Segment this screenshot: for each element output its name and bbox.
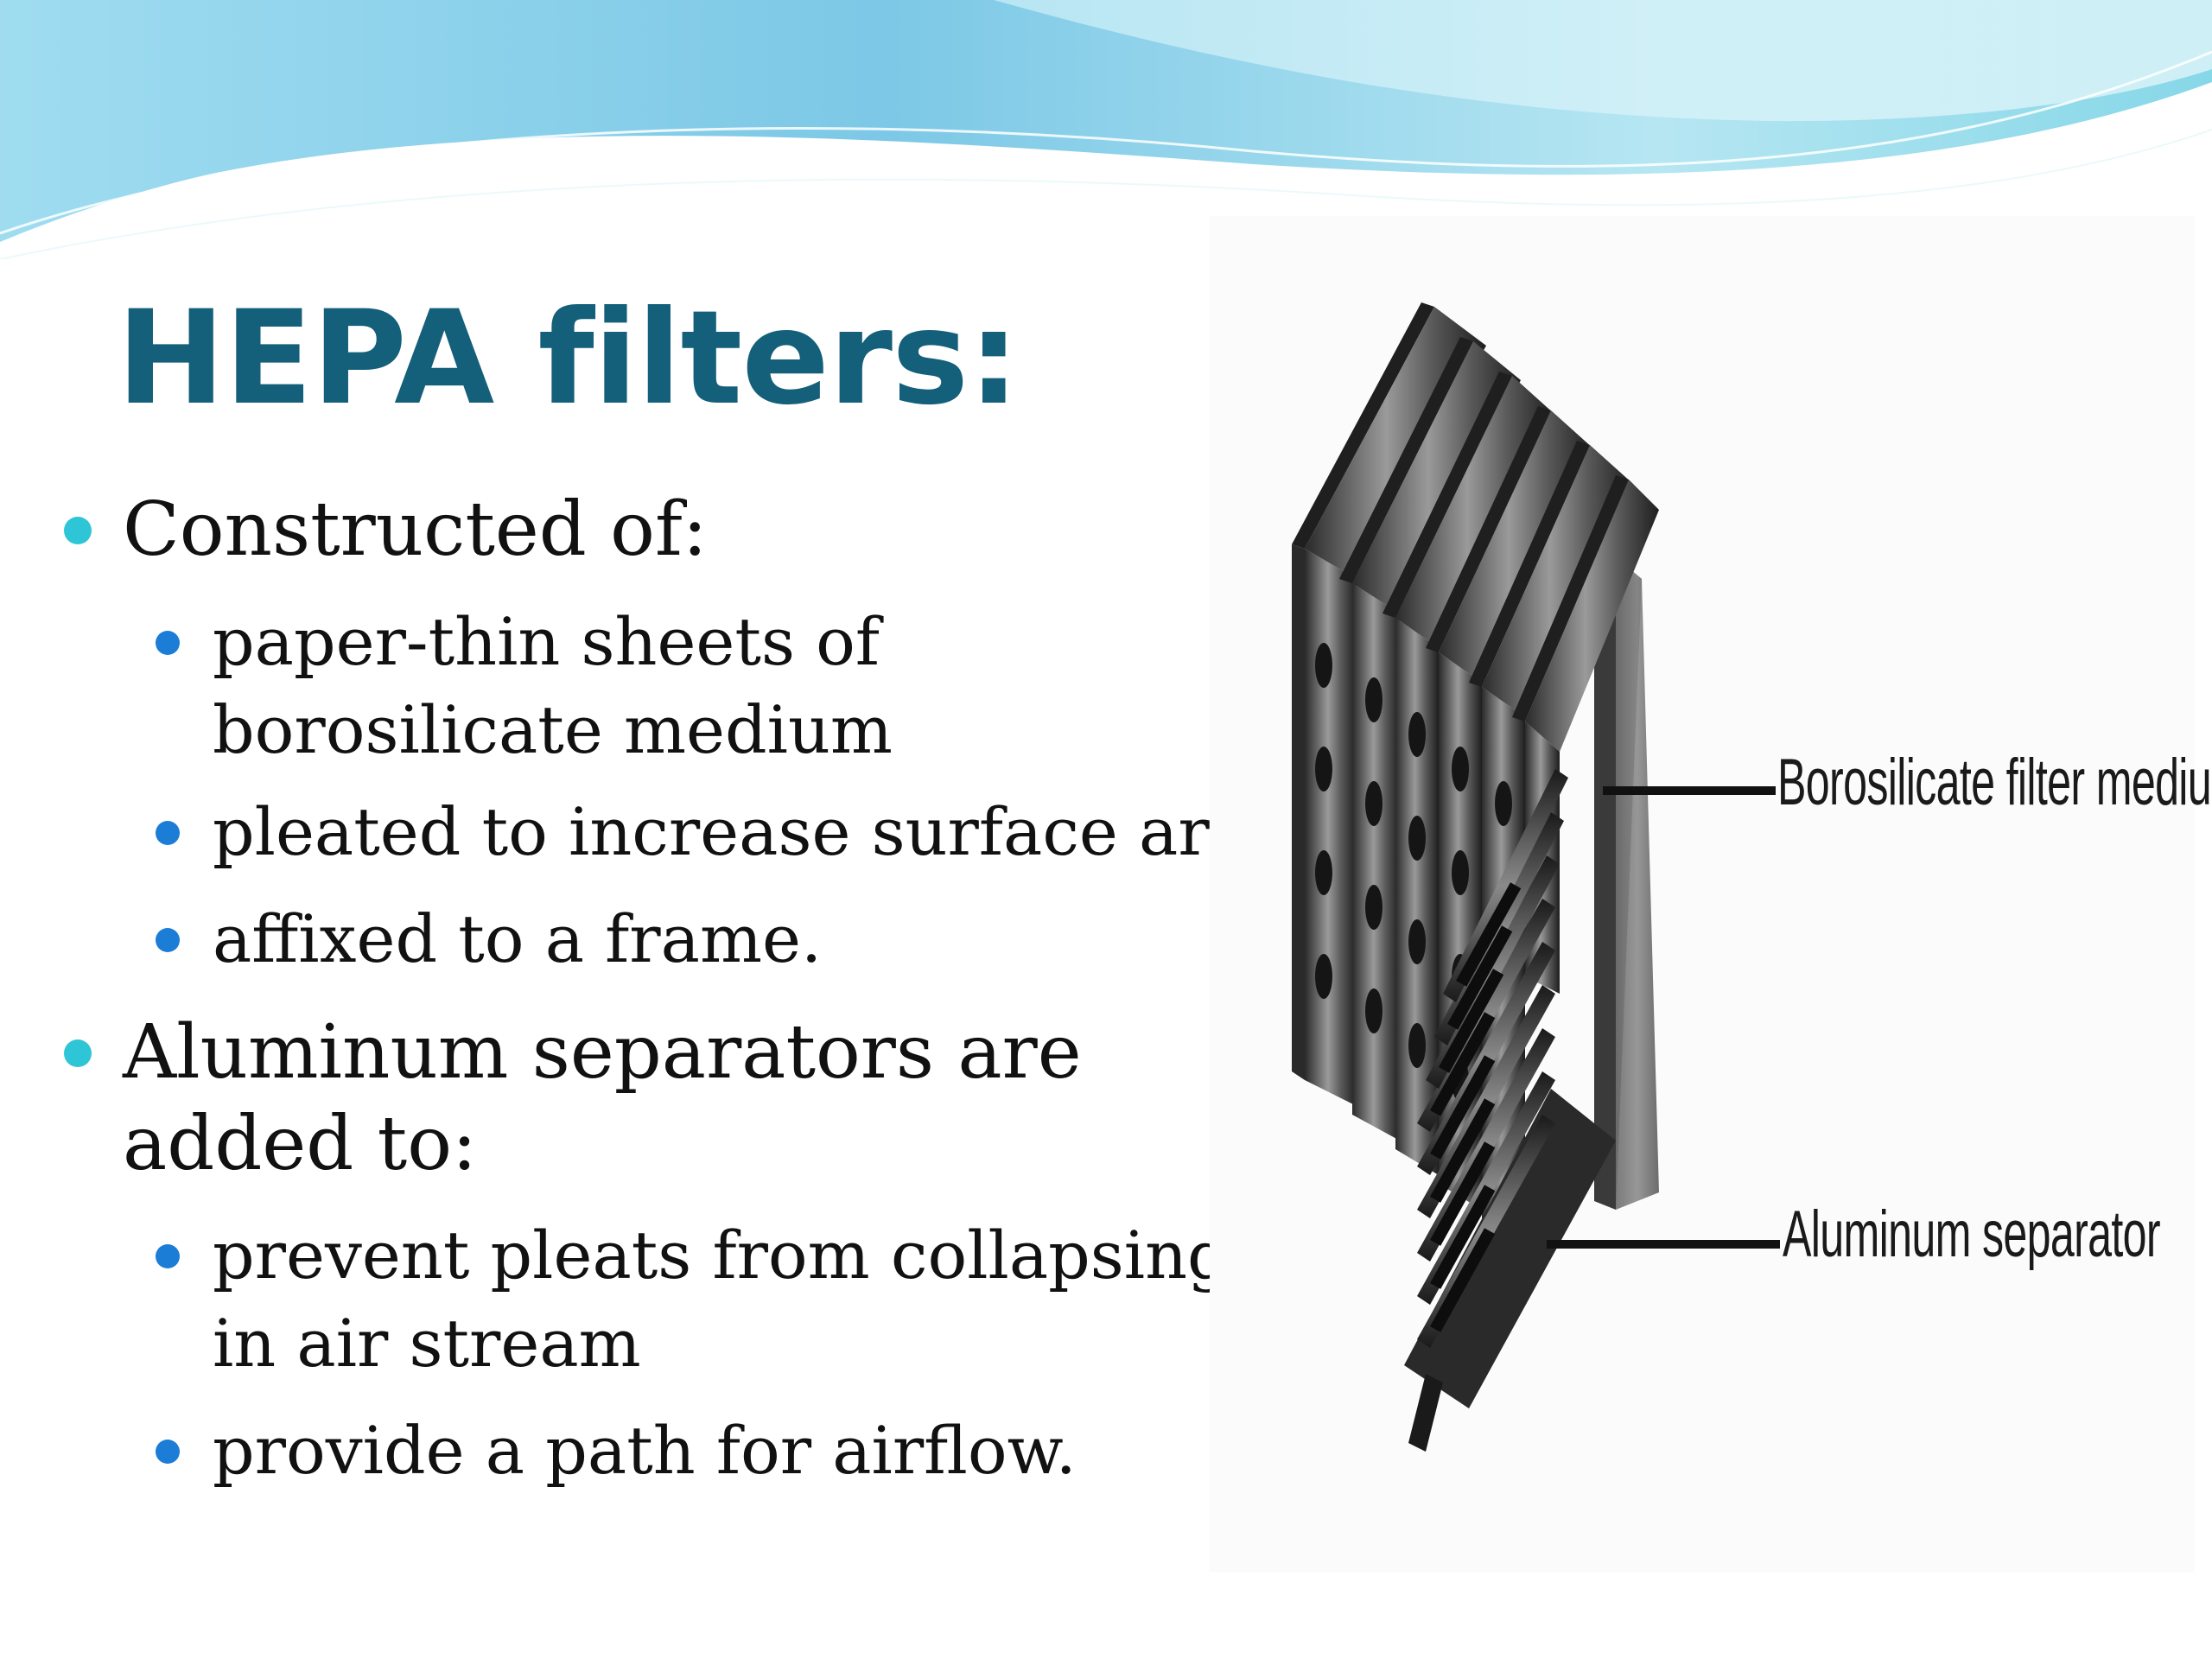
sub-bullet-dot-icon <box>156 821 180 845</box>
bullet-dot-icon <box>64 1039 92 1067</box>
sub-bullet-dot-icon <box>156 1440 180 1464</box>
bullet-text: Constructed of: <box>123 486 708 573</box>
sub-bullet-dot-icon <box>156 928 180 952</box>
label-aluminum-separator: Aluminum separator <box>1783 1198 2161 1271</box>
back-filter-sheet <box>1594 553 1659 1210</box>
header-wave-decoration <box>0 0 2212 259</box>
sub-bullet-airflow-path: provide a path for airflow. <box>156 1407 1077 1495</box>
sub-bullet-line: paper-thin sheets of <box>213 603 880 680</box>
bullet-line: Aluminum separators are <box>123 1009 1082 1096</box>
sub-bullet-line: prevent pleats from collapsing <box>213 1217 1230 1294</box>
sub-bullet-prevent-pleats: prevent pleats from collapsing in air st… <box>156 1211 1230 1388</box>
sub-bullet-affixed: affixed to a frame. <box>156 895 823 983</box>
slide-title: HEPA filters: <box>117 283 1020 434</box>
sub-bullet-line: borosilicate medium <box>213 691 893 768</box>
pleat-hole-rows <box>1315 643 1512 1103</box>
sub-bullet-line: in air stream <box>213 1305 641 1382</box>
sub-bullet-paper-thin: paper-thin sheets of borosilicate medium <box>156 598 893 774</box>
hepa-filter-diagram <box>1292 302 1780 1452</box>
bullet-line: added to: <box>123 1101 477 1187</box>
bullet-constructed-of: Constructed of: <box>64 484 708 575</box>
bullet-list: Constructed of: paper-thin sheets of bor… <box>64 484 1287 1495</box>
sub-bullet-dot-icon <box>156 1244 180 1268</box>
label-borosilicate-filter-medium: Borosilicate filter medium <box>1777 746 2212 819</box>
sub-bullet-dot-icon <box>156 631 180 655</box>
callout-leader-lines <box>1547 786 1780 1249</box>
sub-bullet-line: provide a path for airflow. <box>213 1412 1077 1489</box>
bullet-dot-icon <box>64 517 92 544</box>
bullet-aluminum-separators: Aluminum separators are added to: <box>64 1007 1082 1190</box>
aluminum-separator-corrugation <box>1404 769 1616 1452</box>
sub-bullet-line: pleated to increase surface area <box>213 793 1287 870</box>
sub-bullet-line: affixed to a frame. <box>213 900 823 977</box>
sub-bullet-pleated: pleated to increase surface area <box>156 788 1287 876</box>
